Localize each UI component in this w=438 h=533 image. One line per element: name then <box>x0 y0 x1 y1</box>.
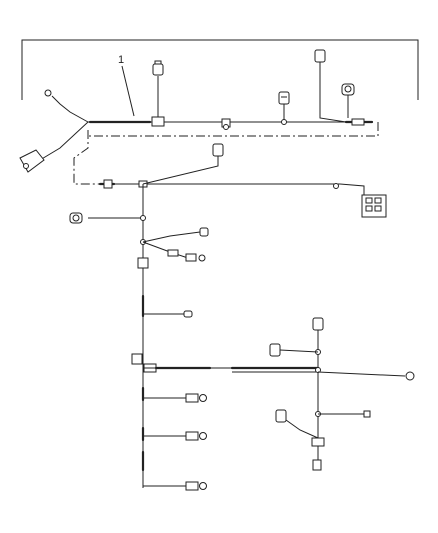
connector-icon <box>185 393 207 403</box>
connector-icon <box>314 49 326 63</box>
connector-icon <box>212 143 224 157</box>
connector-icon <box>278 91 290 105</box>
clip-icon <box>167 249 179 257</box>
routing-boundary-right <box>88 122 379 137</box>
clip-icon <box>351 118 365 126</box>
routing-boundary <box>73 130 100 185</box>
ring-terminal-icon <box>44 89 52 97</box>
connector-icon <box>185 481 207 491</box>
connector-icon <box>363 410 371 418</box>
vertical-harness <box>69 184 209 491</box>
bracket-icon <box>131 353 157 373</box>
junction-icon <box>140 215 146 221</box>
junction-icon <box>281 119 287 125</box>
right-branch <box>143 317 415 471</box>
callout-number: 1 <box>118 54 124 66</box>
clip-icon <box>103 179 113 189</box>
clip-icon <box>151 116 165 127</box>
connector-icon <box>183 310 193 318</box>
connector-icon <box>312 317 324 331</box>
connector-icon <box>137 257 149 269</box>
callout-leader <box>121 65 135 117</box>
junction-icon <box>223 124 229 130</box>
middle-harness <box>98 143 387 218</box>
ring-terminal-icon <box>405 371 415 381</box>
connector-icon <box>185 431 207 441</box>
connector-icon <box>269 343 281 357</box>
connector-icon <box>152 60 164 76</box>
upper-harness <box>19 49 374 173</box>
frame-outline <box>21 39 419 100</box>
connector-icon <box>69 212 83 224</box>
connector-icon <box>341 83 355 96</box>
connector-icon <box>185 253 206 262</box>
connector-icon <box>361 194 387 218</box>
bracket-icon <box>19 149 45 173</box>
connector-icon <box>199 227 209 237</box>
junction-icon <box>333 183 339 189</box>
connector-icon <box>275 409 287 423</box>
